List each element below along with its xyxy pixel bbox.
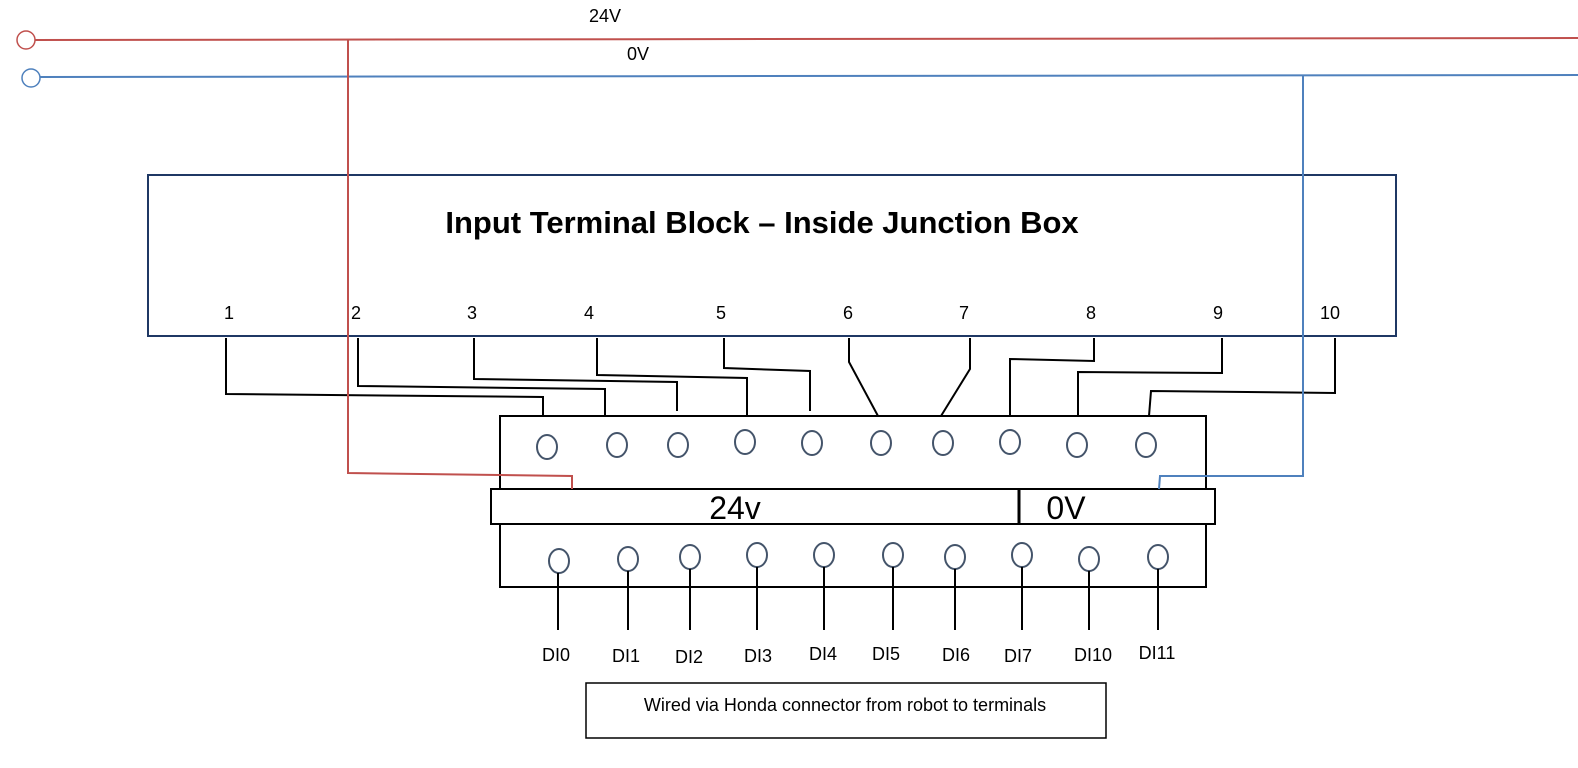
junction-box: Input Terminal Block – Inside Junction B… — [147, 174, 1397, 337]
top-terminal — [932, 430, 954, 456]
bottom-terminal-row — [548, 542, 1169, 574]
wire-24v-feed — [347, 40, 573, 489]
terminal-number-4: 4 — [584, 303, 594, 323]
bus-0v-label: 0V — [1046, 490, 1086, 526]
wire-terminal-7 — [940, 338, 971, 417]
bottom-terminal — [813, 542, 835, 568]
terminal-number-3: 3 — [467, 303, 477, 323]
junction-box-terminal-numbers: 1 2 3 4 5 6 7 8 9 10 — [224, 303, 1340, 323]
signal-wires — [225, 338, 1336, 417]
di-label-10: DI10 — [1074, 645, 1112, 665]
bottom-terminal — [1078, 546, 1100, 572]
junction-box-title: Input Terminal Block – Inside Junction B… — [445, 205, 1079, 240]
terminal-number-8: 8 — [1086, 303, 1096, 323]
di-label-2: DI2 — [675, 647, 703, 667]
terminal-number-7: 7 — [959, 303, 969, 323]
rail-0v-label: 0V — [627, 44, 649, 64]
note-box-outline — [585, 682, 1107, 739]
bottom-terminal — [548, 548, 570, 574]
top-terminal — [870, 430, 892, 456]
top-terminal-row — [536, 429, 1157, 460]
terminal-number-10: 10 — [1320, 303, 1340, 323]
terminal-number-5: 5 — [716, 303, 726, 323]
top-terminal — [667, 432, 689, 458]
bus-24v-label: 24v — [709, 490, 761, 526]
output-leads — [557, 567, 1159, 630]
wire-terminal-1 — [225, 338, 544, 416]
rail-0v-line — [39, 74, 1578, 78]
top-terminal — [606, 432, 628, 458]
terminal-number-6: 6 — [843, 303, 853, 323]
rail-24v-label: 24V — [589, 6, 621, 26]
junction-box-outline — [147, 174, 1397, 337]
di-label-11: DI11 — [1139, 643, 1176, 663]
bottom-terminal — [882, 542, 904, 568]
top-terminal — [1135, 432, 1157, 458]
di-label-4: DI4 — [809, 644, 837, 664]
di-label-5: DI5 — [872, 644, 900, 664]
di-label-6: DI6 — [942, 645, 970, 665]
terminal-module: 24v 0V — [490, 415, 1216, 588]
bottom-terminal — [1147, 544, 1169, 570]
rail-24v-source-terminal — [16, 30, 36, 50]
top-terminal — [999, 429, 1021, 455]
wire-terminal-5 — [723, 338, 811, 411]
note-text: Wired via Honda connector from robot to … — [644, 695, 1046, 715]
di-label-1: DI1 — [612, 646, 640, 666]
di-label-0: DI0 — [542, 645, 570, 665]
wire-0v-feed — [1158, 76, 1304, 490]
bottom-terminal — [617, 546, 639, 572]
terminal-number-9: 9 — [1213, 303, 1223, 323]
digital-input-labels: DI0 DI1 DI2 DI3 DI4 DI5 DI6 DI7 DI10 DI1… — [542, 643, 1175, 667]
wire-terminal-6 — [848, 338, 879, 417]
bottom-terminal — [746, 542, 768, 568]
top-terminal — [1066, 432, 1088, 458]
terminal-number-2: 2 — [351, 303, 361, 323]
rail-24v-line — [34, 37, 1578, 41]
terminal-number-1: 1 — [224, 303, 234, 323]
wire-terminal-8 — [1009, 338, 1095, 416]
wire-terminal-3 — [473, 338, 678, 411]
bottom-terminal — [1011, 542, 1033, 568]
rail-0v-source-terminal — [21, 68, 41, 88]
bottom-terminal — [944, 544, 966, 570]
di-label-7: DI7 — [1004, 646, 1032, 666]
power-rails: 24V 0V — [16, 6, 1578, 88]
wire-terminal-10 — [1148, 338, 1336, 417]
terminal-module-bus-bar — [490, 488, 1216, 525]
top-terminal — [801, 430, 823, 456]
wire-terminal-4 — [596, 338, 748, 416]
top-terminal — [536, 434, 558, 460]
top-terminal — [734, 429, 756, 455]
wire-terminal-2 — [357, 338, 606, 416]
bottom-terminal — [679, 544, 701, 570]
wire-terminal-9 — [1077, 338, 1223, 416]
di-label-3: DI3 — [744, 646, 772, 666]
note-box: Wired via Honda connector from robot to … — [585, 682, 1107, 739]
